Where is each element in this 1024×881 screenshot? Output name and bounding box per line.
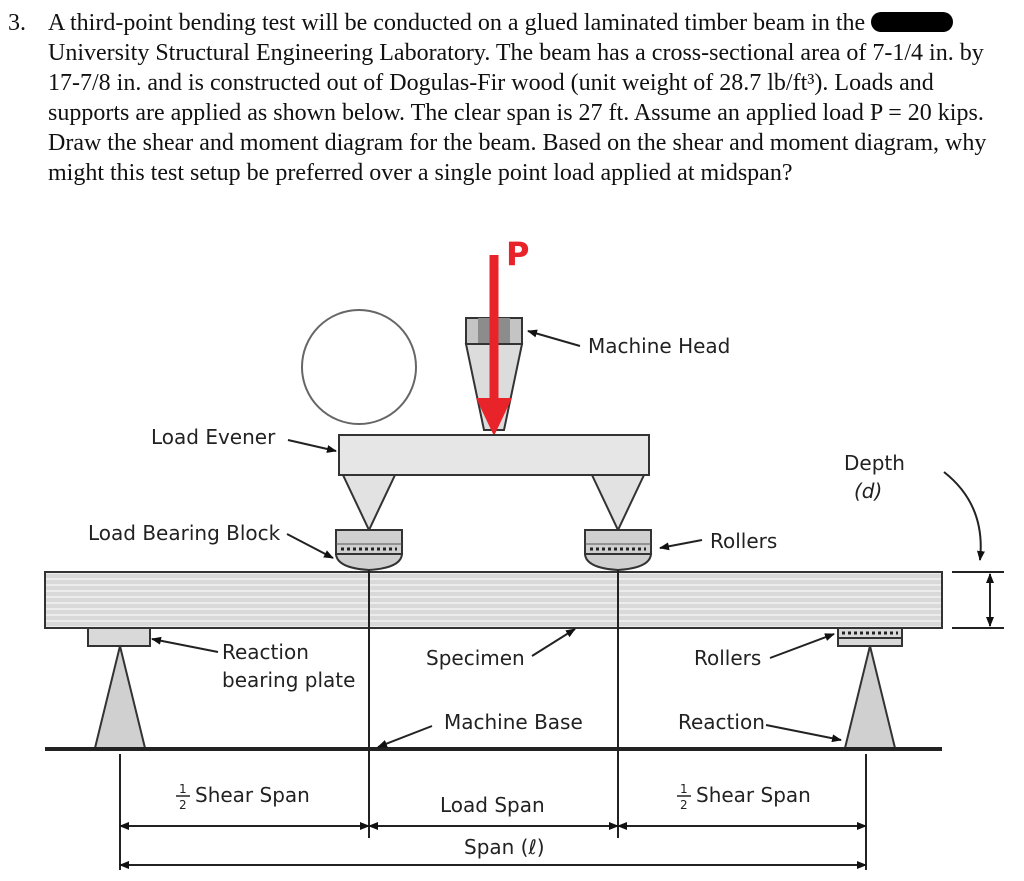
label-load-span: Load Span — [440, 793, 545, 817]
problem-statement: 3. A third-point bending test will be co… — [8, 8, 1008, 188]
specimen-beam — [44, 571, 943, 629]
label-depth: Depth — [844, 451, 905, 475]
label-depth-symbol: (d) — [854, 479, 882, 503]
load-evener — [338, 434, 650, 476]
problem-text: A third-point bending test will be condu… — [48, 8, 1008, 188]
label-specimen: Specimen — [426, 646, 525, 670]
right-support — [837, 627, 903, 749]
label-load-evener: Load Evener — [151, 425, 276, 449]
half-fraction-left: 1 2 — [176, 782, 190, 812]
left-support — [87, 627, 151, 749]
problem-text-part-2: University Structural Engineering Labora… — [48, 40, 987, 186]
svg-text:1: 1 — [179, 782, 187, 796]
svg-text:1: 1 — [680, 782, 688, 796]
label-reaction-bearing-plate-line2: bearing plate — [222, 668, 355, 692]
label-shear-span-left: Shear Span — [195, 783, 310, 807]
label-machine-base: Machine Base — [444, 710, 583, 734]
load-symbol: P — [506, 235, 529, 273]
label-reaction-bearing-plate-line1: Reaction — [222, 640, 309, 664]
label-machine-head: Machine Head — [588, 334, 730, 358]
span-dimensions — [119, 822, 867, 869]
svg-text:2: 2 — [179, 798, 187, 812]
left-load-bearing-block — [334, 474, 404, 572]
problem-number: 3. — [8, 10, 26, 36]
label-shear-span-right: Shear Span — [696, 783, 811, 807]
redaction-mark — [871, 12, 954, 32]
label-load-bearing-block: Load Bearing Block — [88, 521, 281, 545]
leader-arrows — [151, 329, 842, 748]
right-load-bearing-block — [583, 474, 653, 572]
label-rollers-top: Rollers — [710, 529, 777, 553]
depth-dimension — [943, 471, 1004, 629]
problem-text-part-1: A third-point bending test will be condu… — [48, 10, 872, 36]
svg-text:2: 2 — [680, 798, 688, 812]
label-reaction: Reaction — [678, 710, 765, 734]
empty-circle — [301, 309, 417, 425]
half-fraction-right: 1 2 — [677, 782, 691, 812]
label-span: Span (ℓ) — [464, 835, 545, 859]
label-rollers-bottom: Rollers — [694, 646, 761, 670]
load-arrow — [476, 255, 512, 436]
reference-lines — [119, 570, 867, 870]
